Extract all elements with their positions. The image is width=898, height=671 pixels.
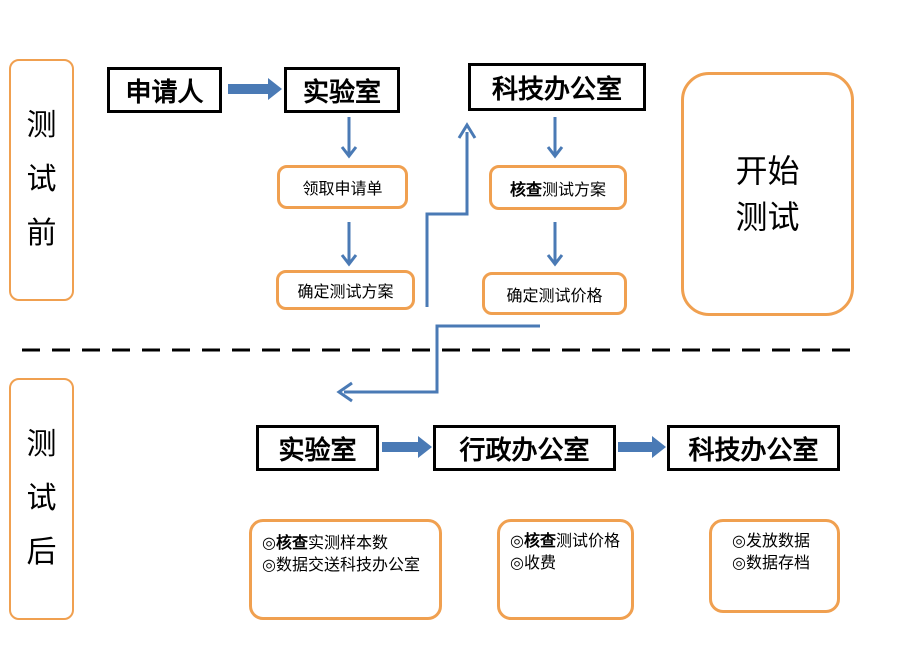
phase-label-char: 前 xyxy=(26,216,57,251)
get-form-step: 领取申请单 xyxy=(277,165,408,209)
note-text: 收费 xyxy=(523,553,556,572)
note-text: 测试价格 xyxy=(555,531,620,550)
note-item: ◎发放数据 xyxy=(732,530,837,552)
note-text: 实测样本数 xyxy=(307,533,388,552)
confirm-price-step: 确定测试价格 xyxy=(482,272,627,315)
bullet-icon: ◎ xyxy=(262,555,276,574)
phase-label-char: 测 xyxy=(26,427,57,462)
check-rest-text: 测试方案 xyxy=(542,179,607,199)
arrow-check-to-price-head xyxy=(546,254,564,267)
note-bold-text: 核查 xyxy=(523,531,556,550)
tech-office-box-before: 科技办公室 xyxy=(468,63,646,111)
note-bold-text: 核查 xyxy=(275,533,308,552)
note-text: 数据存档 xyxy=(745,553,810,572)
phase-label-char: 试 xyxy=(26,162,57,197)
bullet-icon: ◎ xyxy=(732,531,746,550)
bullet-icon: ◎ xyxy=(510,553,524,572)
bullet-icon: ◎ xyxy=(732,553,746,572)
confirm-plan-step: 确定测试方案 xyxy=(276,270,415,310)
arrow-form-to-plan-head xyxy=(340,254,358,267)
phase-label-after: 测 试 后 xyxy=(9,378,74,620)
bullet-icon: ◎ xyxy=(262,533,276,552)
lab-box-before: 实验室 xyxy=(284,67,400,113)
arrow-lab-to-form-head xyxy=(340,146,358,159)
start-text-line2: 测试 xyxy=(735,198,800,236)
check-plan-step: 核查测试方案 xyxy=(489,165,627,210)
arrow-plan-to-tech xyxy=(425,132,469,307)
phase-label-char: 测 xyxy=(26,108,57,143)
start-testing-box: 开始 测试 xyxy=(681,72,854,316)
arrow-lab-to-admin xyxy=(382,436,432,458)
phase-label-before: 测 试 前 xyxy=(9,59,74,301)
note-item: ◎核查实测样本数 xyxy=(262,532,439,554)
admin-notes-box: ◎核查测试价格 ◎收费 xyxy=(497,519,634,620)
phase-label-char: 后 xyxy=(26,535,57,570)
note-text: 发放数据 xyxy=(745,531,810,550)
admin-office-box: 行政办公室 xyxy=(433,425,616,471)
lab-box-after: 实验室 xyxy=(256,425,379,471)
note-text: 数据交送科技办公室 xyxy=(275,555,420,574)
arrow-applicant-to-lab xyxy=(228,78,282,100)
start-text-line1: 开始 xyxy=(735,152,800,190)
tech-office-box-after: 科技办公室 xyxy=(667,425,840,471)
phase-label-char: 试 xyxy=(26,481,57,516)
arrow-price-to-after-head xyxy=(336,381,353,403)
bullet-icon: ◎ xyxy=(510,531,524,550)
note-item: ◎收费 xyxy=(510,552,631,574)
tech-notes-box: ◎发放数据 ◎数据存档 xyxy=(709,519,840,613)
check-bold-text: 核查 xyxy=(509,179,542,199)
note-item: ◎数据存档 xyxy=(732,552,837,574)
arrow-admin-to-tech xyxy=(618,436,666,458)
arrow-price-to-after xyxy=(344,324,540,394)
applicant-box: 申请人 xyxy=(107,67,222,113)
lab-notes-box: ◎核查实测样本数 ◎数据交送科技办公室 xyxy=(249,519,442,620)
note-item: ◎数据交送科技办公室 xyxy=(262,554,439,576)
arrow-plan-to-tech-head xyxy=(457,122,477,139)
note-item: ◎核查测试价格 xyxy=(510,530,631,552)
arrow-tech-to-check-head xyxy=(546,146,564,159)
